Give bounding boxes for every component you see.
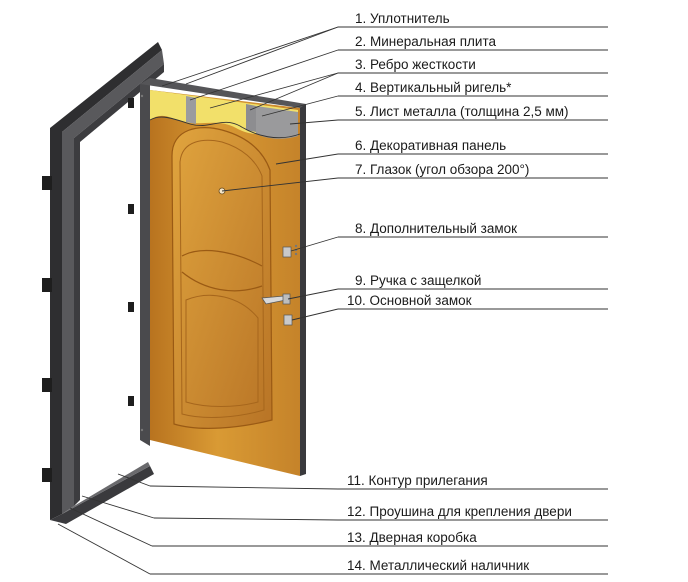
frame-bottom: [50, 466, 154, 524]
leader-5: [289, 119, 339, 125]
additional-lock: [282, 246, 292, 258]
leader-1b: [185, 26, 339, 85]
frame-lug: [42, 176, 52, 190]
leader-2: [189, 49, 339, 101]
leader-10: [291, 308, 339, 321]
panel-molding: [179, 139, 265, 418]
stiffener-rib: [186, 96, 196, 124]
decorative-panel: [171, 127, 273, 429]
door-frame: [42, 42, 164, 524]
label-peephole: 7. Глазок (угол обзора 200°): [355, 162, 529, 177]
leader-3: [209, 72, 339, 109]
leader-3b: [249, 72, 339, 111]
label-metal-trim: 14. Металлический наличник: [347, 558, 529, 573]
label-main-lock: 10. Основной замок: [347, 293, 472, 308]
handle: [261, 293, 291, 305]
main-lock: [283, 314, 293, 326]
leader-1a: [161, 26, 339, 87]
leader-6: [275, 153, 339, 165]
leader-12: [153, 517, 339, 521]
leader-13b: [69, 507, 153, 547]
label-door-box: 13. Дверная коробка: [347, 530, 477, 545]
label-handle: 9. Ручка с защелкой: [355, 273, 481, 288]
metal-sheet: [256, 106, 298, 139]
frame-lug: [42, 468, 52, 482]
panel-arch-lower: [185, 294, 259, 407]
frame-left-side: [62, 50, 164, 514]
labels: 1. Уплотнитель 2. Минеральная плита 3. Р…: [347, 11, 572, 573]
leader-11b: [117, 473, 151, 487]
leader-7: [221, 177, 339, 192]
door-right-edge: [300, 104, 306, 476]
frame-lug: [42, 378, 52, 392]
label-mounting-lug: 12. Проушина для крепления двери: [347, 504, 572, 519]
frame-stud: [128, 302, 134, 312]
edge-bolt: [140, 94, 144, 98]
label-additional-lock: 8. Дополнительный замок: [355, 221, 517, 236]
frame-stud: [128, 396, 134, 406]
leader-14b: [57, 523, 151, 575]
edge-bolt: [294, 244, 298, 248]
door-leaf: [140, 78, 306, 476]
label-seal: 1. Уплотнитель: [355, 11, 450, 26]
door-edge: [140, 78, 150, 446]
label-stiffener-rib: 3. Ребро жесткости: [355, 57, 476, 72]
frame-stud: [128, 98, 134, 108]
label-mineral-plate: 2. Минеральная плита: [355, 34, 496, 49]
label-vertical-bolt: 4. Вертикальный ригель*: [355, 80, 512, 95]
metal-trim: [50, 42, 162, 520]
door-top: [140, 78, 306, 108]
leader-9: [287, 288, 339, 300]
panel-curve-upper: [181, 249, 263, 267]
frame-bottom-inner: [62, 462, 150, 514]
label-rules: [338, 26, 608, 575]
cutaway-edge: [149, 116, 301, 139]
leader-12b: [81, 495, 155, 519]
edge-bolt: [140, 428, 144, 432]
frame-lug: [42, 278, 52, 292]
leader-4: [261, 95, 339, 117]
edge-bolt: [294, 252, 298, 256]
frame-stud: [128, 204, 134, 214]
label-metal-sheet: 5. Лист металла (толщина 2,5 мм): [355, 104, 569, 119]
panel-curve-lower: [181, 271, 263, 292]
label-decorative-panel: 6. Декоративная панель: [355, 138, 506, 153]
leader-11: [149, 485, 339, 490]
vertical-bolt: [246, 104, 256, 132]
leader-lines: [57, 26, 339, 575]
leader-8: [290, 236, 339, 252]
label-contact-contour: 11. Контур прилегания: [347, 473, 488, 488]
